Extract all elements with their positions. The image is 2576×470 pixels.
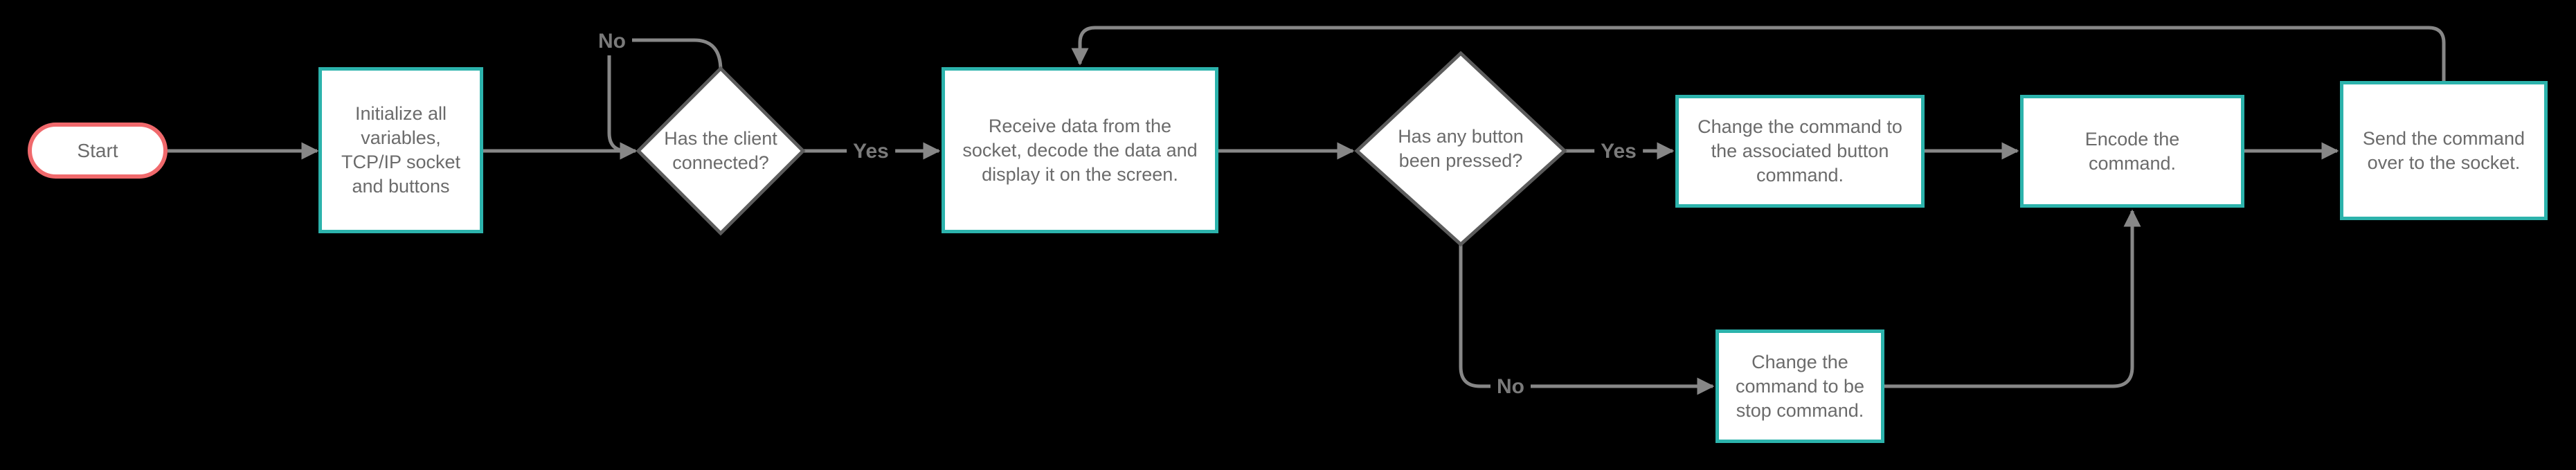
edge-send-receive-feedback — [1071, 26, 2446, 81]
node-send-command[interactable]: Send the command over to the socket. — [2340, 81, 2548, 220]
node-initialize-label: Initialize all variables, TCP/IP socket … — [341, 103, 461, 197]
node-change-button-command-label: Change the command to the associated but… — [1697, 116, 1902, 186]
edge-client-connected-no-out — [630, 38, 723, 71]
node-receive-data-label: Receive data from the socket, decode the… — [962, 115, 1198, 185]
decision-button-pressed-label: Has any button been pressed? — [1398, 126, 1524, 171]
decision-button-pressed[interactable] — [1354, 51, 1567, 247]
node-encode-command[interactable]: Encode the command. — [2020, 95, 2244, 208]
node-change-button-command[interactable]: Change the command to the associated but… — [1675, 95, 1925, 208]
decision-client-connected-label: Has the client connected? — [664, 128, 777, 173]
node-receive-data[interactable]: Receive data from the socket, decode the… — [942, 67, 1218, 233]
node-send-command-label: Send the command over to the socket. — [2362, 127, 2525, 173]
edge-label-button-pressed-yes: Yes — [1594, 140, 1643, 163]
edge-label-button-pressed-no: No — [1490, 375, 1531, 399]
node-stop-command-label: Change the command to be stop command. — [1735, 351, 1865, 421]
node-start[interactable]: Start — [28, 123, 168, 179]
edge-stop-encode — [1884, 209, 2141, 388]
edge-label-client-connected-yes: Yes — [847, 140, 895, 163]
node-initialize[interactable]: Initialize all variables, TCP/IP socket … — [318, 67, 483, 233]
node-stop-command[interactable]: Change the command to be stop command. — [1715, 329, 1884, 443]
edge-button-pressed-no — [1459, 244, 1715, 395]
decision-client-connected[interactable] — [636, 66, 806, 236]
node-encode-command-label: Encode the command. — [2084, 128, 2180, 174]
edge-client-connected-no-in — [607, 55, 638, 160]
node-start-label: Start — [77, 140, 118, 161]
edge-label-client-connected-no: No — [592, 30, 632, 53]
